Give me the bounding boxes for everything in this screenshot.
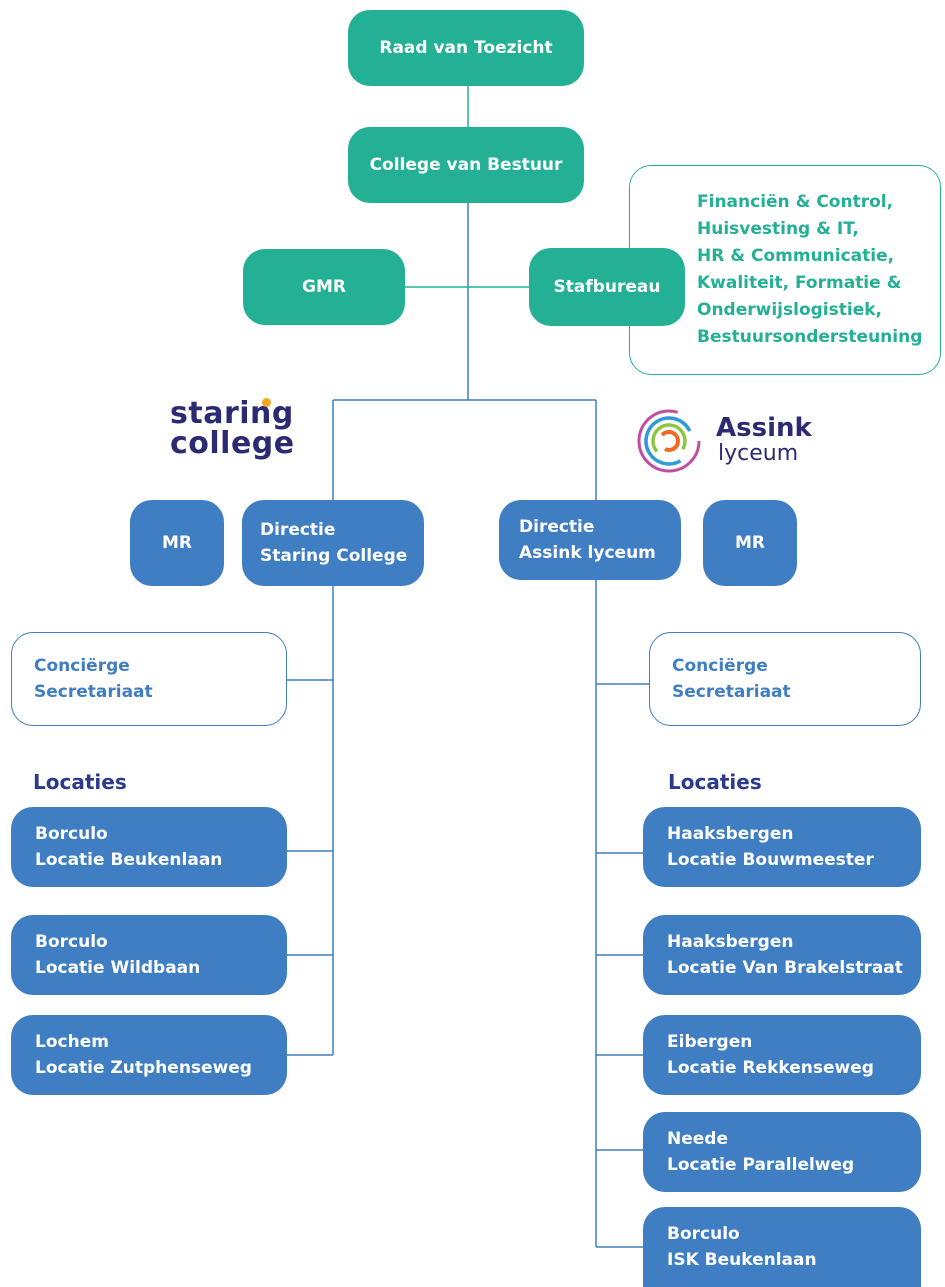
assink-logo-line2: lyceum bbox=[718, 441, 799, 466]
college-van-bestuur-box: College van Bestuur bbox=[348, 127, 584, 203]
staring-location-box: Borculo Locatie Beukenlaan bbox=[11, 807, 287, 887]
staring-location-box: Lochem Locatie Zutphenseweg bbox=[11, 1015, 287, 1095]
raad-van-toezicht-box: Raad van Toezicht bbox=[348, 10, 584, 86]
location-city: Borculo bbox=[35, 932, 108, 952]
staring-mr-box: MR bbox=[130, 500, 224, 586]
location-name: Locatie Wildbaan bbox=[35, 958, 201, 978]
staring-college-logo: staring college bbox=[170, 398, 310, 470]
assink-location-box: Haaksbergen Locatie Van Brakelstraat bbox=[643, 915, 921, 995]
stafbureau-departments-box: Financiën & Control, Huisvesting & IT, H… bbox=[629, 165, 941, 375]
location-city: Haaksbergen bbox=[667, 824, 794, 844]
assink-locaties-label: Locaties bbox=[668, 770, 762, 794]
location-name: Locatie Bouwmeester bbox=[667, 850, 874, 870]
staf-item: Bestuursondersteuning bbox=[697, 327, 923, 347]
assink-location-box: Borculo ISK Beukenlaan bbox=[643, 1207, 921, 1287]
assink-support-box: Conciërge Secretariaat bbox=[649, 632, 921, 726]
staf-item: Onderwijslogistiek, bbox=[697, 300, 882, 320]
staf-item: Financiën & Control, bbox=[697, 192, 894, 212]
support-line: Conciërge bbox=[672, 656, 768, 676]
assink-mr-box: MR bbox=[703, 500, 797, 586]
assink-lyceum-logo: Assink lyceum bbox=[636, 408, 826, 476]
directie-line: Assink lyceum bbox=[519, 543, 656, 563]
directie-line: Directie bbox=[519, 517, 595, 537]
staring-locaties-label: Locaties bbox=[33, 770, 127, 794]
support-line: Secretariaat bbox=[34, 682, 153, 702]
staring-directie-box: Directie Staring College bbox=[242, 500, 424, 586]
location-name: Locatie Parallelweg bbox=[667, 1155, 855, 1175]
directie-line: Staring College bbox=[260, 546, 408, 566]
raad-van-toezicht-label: Raad van Toezicht bbox=[379, 38, 553, 58]
location-city: Lochem bbox=[35, 1032, 109, 1052]
support-line: Conciërge bbox=[34, 656, 130, 676]
staring-logo-line2: college bbox=[170, 426, 295, 461]
assink-location-box: Eibergen Locatie Rekkenseweg bbox=[643, 1015, 921, 1095]
college-van-bestuur-label: College van Bestuur bbox=[369, 155, 563, 175]
staring-location-box: Borculo Locatie Wildbaan bbox=[11, 915, 287, 995]
location-city: Eibergen bbox=[667, 1032, 753, 1052]
directie-line: Directie bbox=[260, 520, 336, 540]
assink-logo-line1: Assink bbox=[716, 413, 812, 443]
staf-item: Huisvesting & IT, bbox=[697, 219, 859, 239]
staf-item: Kwaliteit, Formatie & bbox=[697, 273, 902, 293]
stafbureau-box: Stafbureau bbox=[529, 248, 685, 326]
location-name: Locatie Zutphenseweg bbox=[35, 1058, 252, 1078]
stafbureau-label: Stafbureau bbox=[553, 277, 661, 297]
gmr-box: GMR bbox=[243, 249, 405, 325]
assink-location-box: Haaksbergen Locatie Bouwmeester bbox=[643, 807, 921, 887]
assink-logo-rings-icon bbox=[637, 409, 701, 473]
gmr-label: GMR bbox=[302, 277, 346, 297]
location-name: Locatie Rekkenseweg bbox=[667, 1058, 874, 1078]
assink-mr-label: MR bbox=[734, 533, 765, 553]
staring-support-box: Conciërge Secretariaat bbox=[11, 632, 287, 726]
staf-item: HR & Communicatie, bbox=[697, 246, 895, 266]
location-city: Haaksbergen bbox=[667, 932, 794, 952]
staring-logo-line1: staring bbox=[170, 396, 294, 431]
location-name: Locatie Van Brakelstraat bbox=[667, 958, 903, 978]
assink-directie-box: Directie Assink lyceum bbox=[499, 500, 681, 580]
location-city: Borculo bbox=[667, 1224, 740, 1244]
assink-location-box: Neede Locatie Parallelweg bbox=[643, 1112, 921, 1192]
location-name: ISK Beukenlaan bbox=[667, 1250, 817, 1270]
location-city: Borculo bbox=[35, 824, 108, 844]
support-line: Secretariaat bbox=[672, 682, 791, 702]
location-name: Locatie Beukenlaan bbox=[35, 850, 223, 870]
location-city: Neede bbox=[667, 1129, 728, 1149]
staring-logo-dot-icon bbox=[262, 398, 271, 407]
staring-mr-label: MR bbox=[161, 533, 192, 553]
